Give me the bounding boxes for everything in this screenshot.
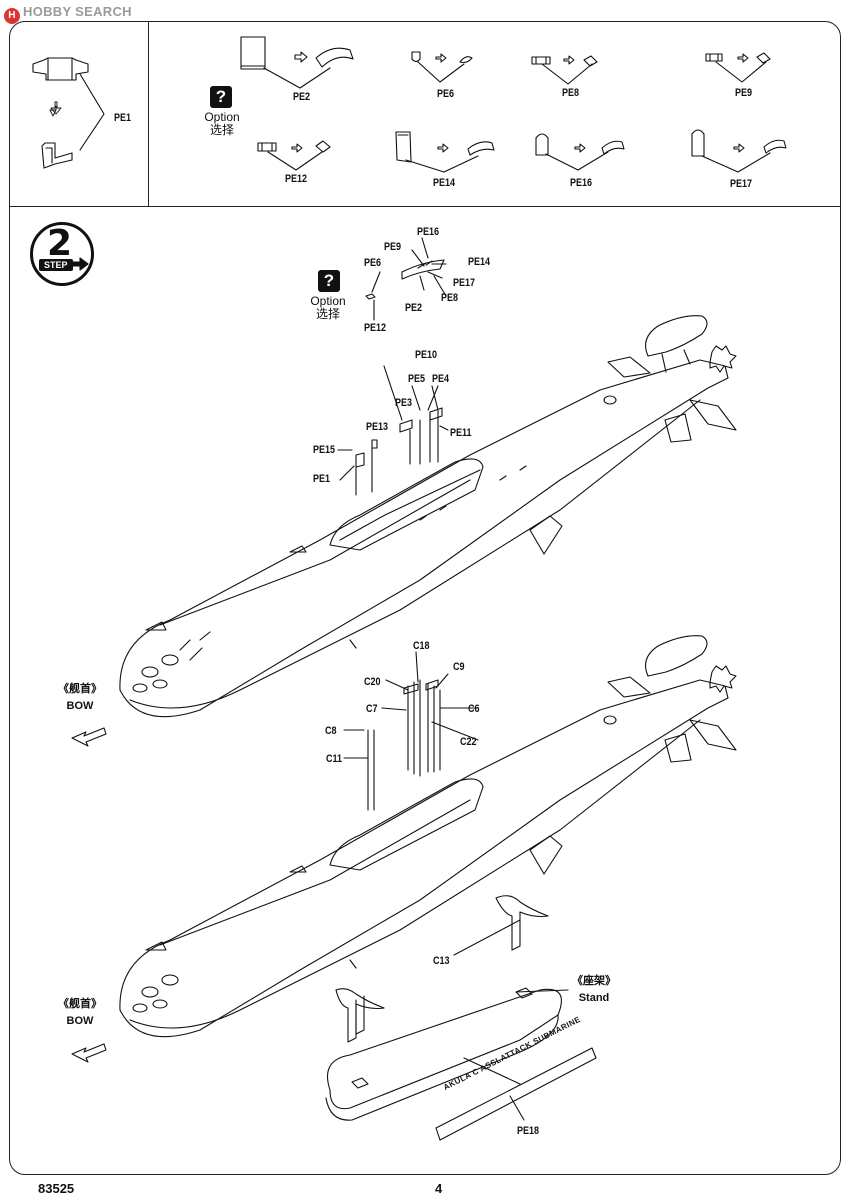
submarine-hull-1: [119, 315, 737, 718]
option-label: Option 选择: [192, 111, 252, 137]
callout-pe14: PE14: [468, 256, 491, 268]
display-stand: [325, 895, 597, 1141]
callout-pe16: PE16: [417, 226, 440, 238]
pe1-part-icon: [32, 57, 89, 169]
pe1-panel-divider: [148, 22, 149, 206]
step-number: 2: [47, 223, 73, 264]
label-pe2: PE2: [293, 91, 311, 103]
bow-en: BOW: [66, 1015, 94, 1027]
bow-zh: 《舰首》: [58, 683, 102, 695]
callout-pe13: PE13: [366, 421, 389, 433]
label-pe16: PE16: [570, 177, 593, 189]
callout-c7: C7: [366, 703, 378, 715]
option-en: Option: [204, 110, 240, 124]
callout-c13: C13: [433, 955, 450, 967]
callout-pe12: PE12: [364, 322, 387, 334]
callout-c11: C11: [326, 753, 343, 765]
callout-pe1: PE1: [313, 473, 331, 485]
stand-en: Stand: [578, 992, 610, 1004]
callout-c22: C22: [460, 736, 477, 748]
option-label: Option 选择: [298, 295, 358, 321]
page-number: 4: [435, 1181, 443, 1196]
bow-label-2: 《舰首》 BOW: [58, 996, 102, 1030]
label-pe14: PE14: [433, 177, 456, 189]
label-pe17: PE17: [730, 178, 753, 190]
option-en: Option: [310, 294, 346, 308]
callout-c6: C6: [468, 703, 480, 715]
bow-label-1: 《舰首》 BOW: [58, 681, 102, 715]
option-zh: 选择: [209, 123, 234, 137]
question-icon: ?: [318, 270, 340, 292]
option-zh: 选择: [315, 307, 340, 321]
stand-label: 《座架》 Stand: [572, 973, 616, 1007]
bow-zh: 《舰首》: [58, 998, 102, 1010]
callout-pe8: PE8: [441, 292, 459, 304]
callout-pe4: PE4: [432, 373, 450, 385]
callout-pe18: PE18: [517, 1125, 540, 1137]
callout-pe10: PE10: [415, 349, 438, 361]
callout-c20: C20: [364, 676, 381, 688]
callout-pe9: PE9: [384, 241, 402, 253]
page-frame: [9, 21, 841, 1175]
callout-pe5: PE5: [408, 373, 426, 385]
watermark-text: HOBBY SEARCH: [23, 4, 132, 19]
callout-pe2: PE2: [405, 302, 423, 314]
callout-c8: C8: [325, 725, 337, 737]
label-pe9: PE9: [735, 87, 753, 99]
stand-zh: 《座架》: [572, 975, 616, 987]
label-pe12: PE12: [285, 173, 308, 185]
label-pe8: PE8: [562, 87, 580, 99]
submarine-hull-2: [119, 635, 737, 1038]
label-pe1: PE1: [114, 112, 132, 124]
watermark-logo-icon: H: [4, 8, 20, 24]
panel-divider: [9, 206, 841, 207]
callout-pe17: PE17: [453, 277, 476, 289]
callout-pe6: PE6: [364, 257, 382, 269]
bow-en: BOW: [66, 700, 94, 712]
question-icon: ?: [210, 86, 232, 108]
label-pe6: PE6: [437, 88, 455, 100]
callout-c18: C18: [413, 640, 430, 652]
step-label: STEP: [39, 259, 73, 271]
callout-pe3: PE3: [395, 397, 413, 409]
step-badge: 2 STEP: [30, 222, 94, 286]
product-code: 83525: [38, 1181, 75, 1196]
callout-c9: C9: [453, 661, 465, 673]
callout-pe15: PE15: [313, 444, 336, 456]
callout-pe11: PE11: [450, 427, 472, 439]
